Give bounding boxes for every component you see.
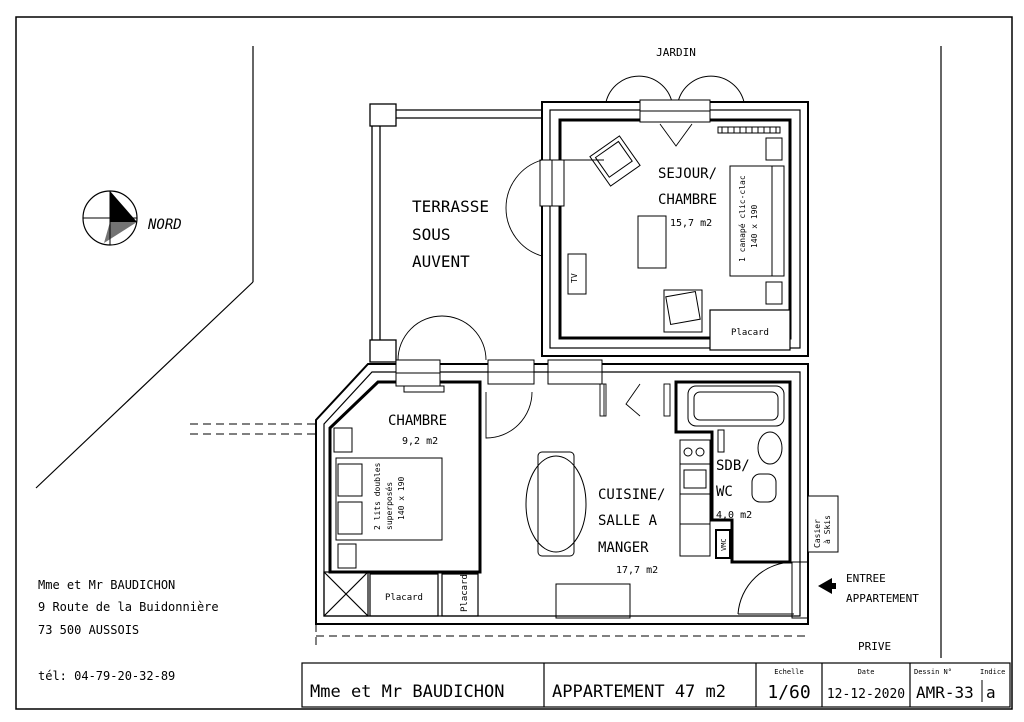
garden-label: JARDIN [656, 46, 696, 59]
bath-area: 4,0 m2 [716, 510, 752, 521]
living-door-arcs [505, 123, 693, 257]
title-block [301, 662, 1011, 708]
bath-name-2: WC [716, 484, 733, 500]
tb-index: a [986, 683, 996, 702]
bath-name-1: SDB/ [716, 458, 750, 474]
kitchen-area: 17,7 m2 [616, 565, 658, 576]
entrance-arrow-icon [818, 578, 832, 594]
tb-project: APPARTEMENT 47 m2 [552, 682, 726, 702]
beds-label-1: 2 lits doubles [373, 462, 382, 530]
living-name-2: CHAMBRE [658, 192, 717, 208]
owner-address: Mme et Mr BAUDICHON 9 Route de la Buidon… [38, 578, 219, 683]
kitchen-name-2: SALLE A [598, 513, 658, 529]
bunk-beds [335, 457, 443, 569]
svg-text:TERRASSE: TERRASSE [412, 197, 489, 216]
north-arrow-icon [82, 190, 138, 246]
bedroom-radiator [333, 385, 445, 453]
svg-text:73 500 AUSSOIS: 73 500 AUSSOIS [38, 623, 139, 637]
dashed-lines [190, 423, 808, 648]
private-label: PRIVE [858, 640, 891, 653]
closets [323, 571, 479, 617]
svg-text:tél: 04-79-20-32-89: tél: 04-79-20-32-89 [38, 669, 175, 683]
lower-windows [395, 359, 603, 387]
terrace-frame [369, 103, 542, 363]
sofa-bed [729, 137, 785, 305]
site-boundary [35, 46, 942, 658]
sheet-border [15, 16, 1013, 710]
lower-walls [315, 363, 809, 625]
closet2-label: Placard [460, 574, 470, 612]
kitchen-name-3: MANGER [598, 540, 649, 556]
svg-text:Mme et Mr BAUDICHON: Mme et Mr BAUDICHON [38, 578, 175, 592]
sofa-label-2: 140 x 190 [750, 204, 759, 248]
bath-doors [599, 383, 671, 417]
tb-drawing: AMR-33 [916, 683, 974, 702]
tv-label: TV [570, 273, 579, 283]
svg-text:SOUS: SOUS [412, 225, 451, 244]
entrance-label-1: ENTREE [846, 572, 886, 585]
tb-scale-label: Echelle [774, 668, 804, 676]
north-label: NORD [147, 217, 182, 233]
garden-doors [605, 75, 745, 103]
bedroom-door [485, 391, 533, 439]
armchair [589, 135, 703, 333]
living-windows [539, 99, 711, 207]
tb-drawing-label: Dessin N° [914, 668, 952, 676]
living-closet-label: Placard [731, 328, 769, 338]
vmc-label: VMC [720, 538, 728, 551]
ski-label-2: à Skis [823, 515, 832, 544]
tv-stand [567, 253, 587, 295]
bedroom-area: 9,2 m2 [402, 436, 438, 447]
closet1-label: Placard [385, 593, 423, 603]
bathroom [674, 380, 792, 564]
coffee-table [637, 215, 667, 269]
terrace-label: TERRASSE SOUS AUVENT [412, 197, 489, 271]
entrance-door [737, 561, 809, 619]
beds-label-2: superposés [384, 482, 394, 530]
bedroom-window-arc [397, 315, 487, 361]
tb-scale: 1/60 [767, 682, 810, 703]
ski-label-1: Casier [813, 519, 822, 548]
living-closet [709, 309, 791, 351]
living-area: 15,7 m2 [670, 218, 712, 229]
svg-text:AUVENT: AUVENT [412, 252, 470, 271]
dining-table [525, 451, 587, 557]
svg-text:9 Route de la Buidonnière: 9 Route de la Buidonnière [38, 600, 219, 614]
entrance-label-2: APPARTEMENT [846, 592, 919, 605]
living-name-1: SEJOUR/ [658, 166, 717, 182]
kitchen-name-1: CUISINE/ [598, 487, 665, 503]
radiator [717, 126, 781, 134]
tb-index-label: Indice [980, 668, 1005, 676]
kitchen-units [679, 439, 711, 557]
tb-date: 12-12-2020 [827, 687, 905, 702]
sofa-label-1: 1 canapé clic-clac [737, 175, 747, 262]
tb-date-label: Date [858, 668, 875, 676]
ski-locker [807, 495, 839, 553]
beds-label-3: 140 x 190 [397, 476, 406, 520]
bedroom-name: CHAMBRE [388, 413, 447, 429]
tb-client: Mme et Mr BAUDICHON [310, 682, 504, 702]
counter [555, 583, 631, 619]
